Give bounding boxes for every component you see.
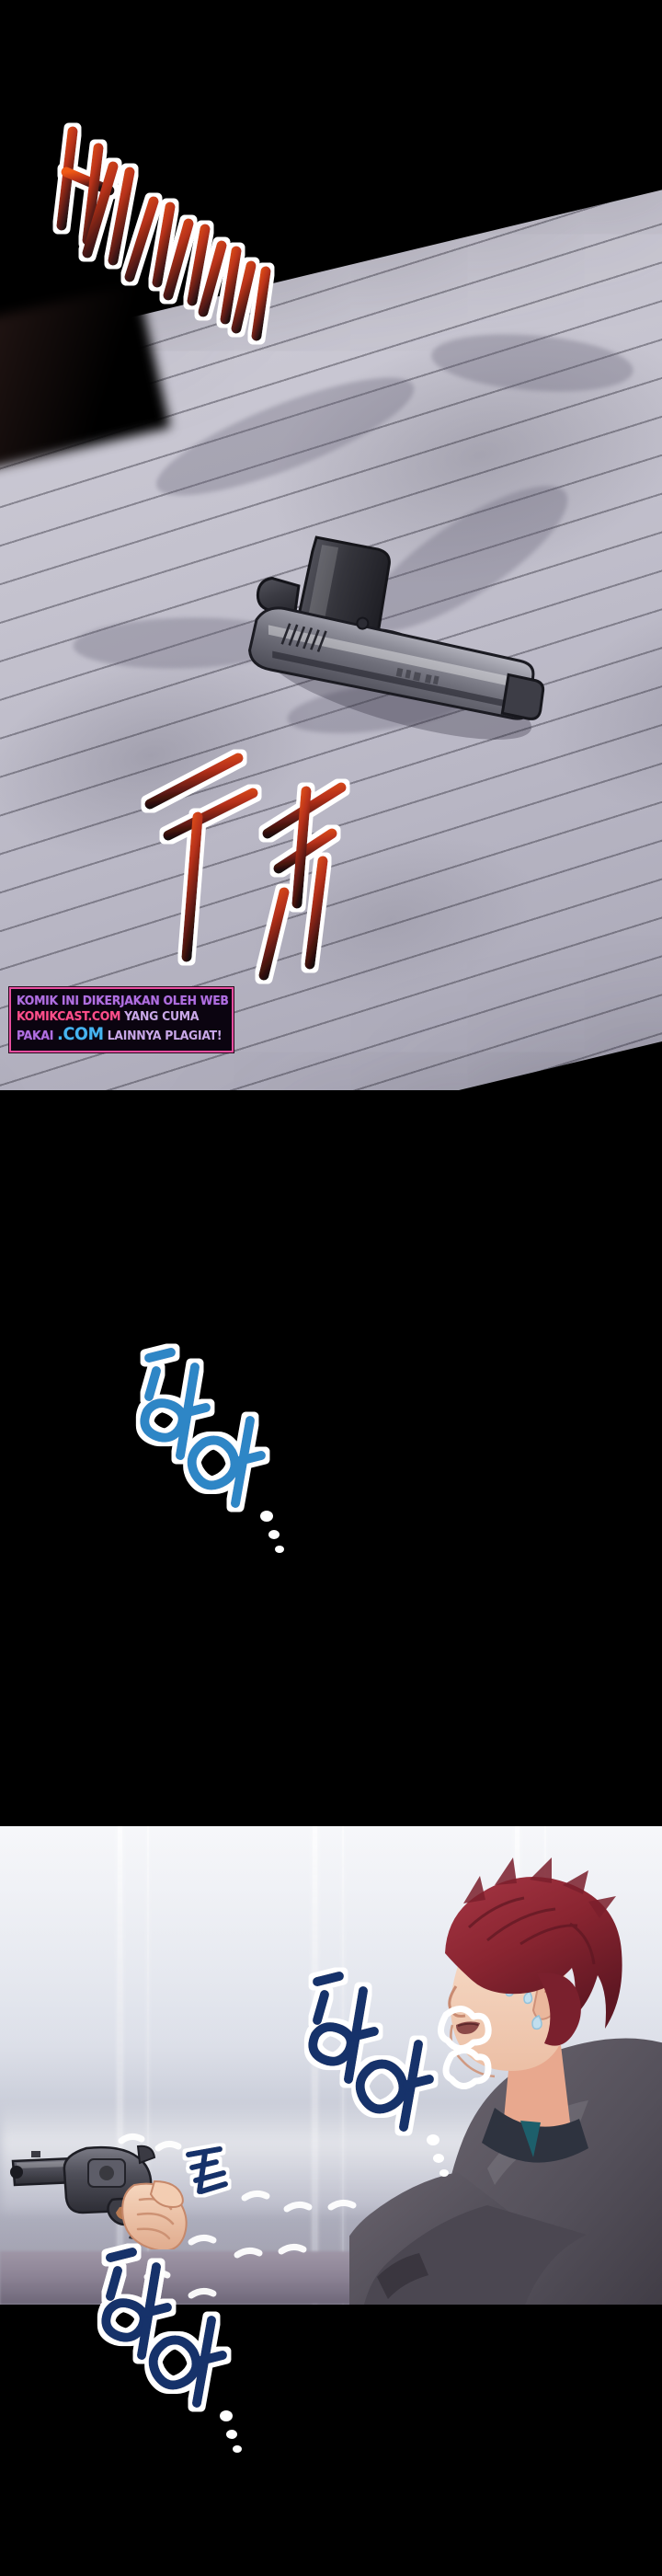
window-mullion: [118, 1826, 122, 2305]
panel-pistol-on-floor: KOMIK INI DIKERJAKAN OLEH WEB KOMIKCAST.…: [0, 0, 662, 1090]
watermark-line-2: KOMIKCAST.COM YANG CUMA: [17, 1009, 210, 1025]
watermark-line-3: PAKAI .COM LAINNYA PLAGIAT!: [17, 1024, 223, 1045]
sfx-breath-dark: [129, 1343, 340, 1555]
watermark-domain: KOMIKCAST.COM: [17, 1008, 121, 1024]
watermark-text: PAKAI: [17, 1029, 58, 1044]
window-mullion: [147, 1826, 149, 2305]
panel-black-breath: [0, 1090, 662, 1826]
watermark-text: KOMIK INI DIKERJAKAN OLEH WEB: [17, 994, 229, 1008]
watermark-line-1: KOMIK INI DIKERJAKAN OLEH WEB: [17, 994, 229, 1009]
watermark-text: LAINNYA PLAGIAT!: [103, 1029, 223, 1044]
revolver-illustration: [9, 2130, 221, 2252]
motion-ticks: [118, 2133, 357, 2299]
panel-man-aiming-revolver: [0, 1826, 662, 2305]
watermark-tld: .COM: [57, 1024, 104, 1045]
scanlation-watermark: KOMIK INI DIKERJAKAN OLEH WEB KOMIKCAST.…: [9, 987, 234, 1052]
watermark-text: YANG CUMA: [120, 1008, 200, 1024]
panel-bottom-black: [0, 2305, 662, 2576]
pistol-illustration: [213, 511, 588, 797]
